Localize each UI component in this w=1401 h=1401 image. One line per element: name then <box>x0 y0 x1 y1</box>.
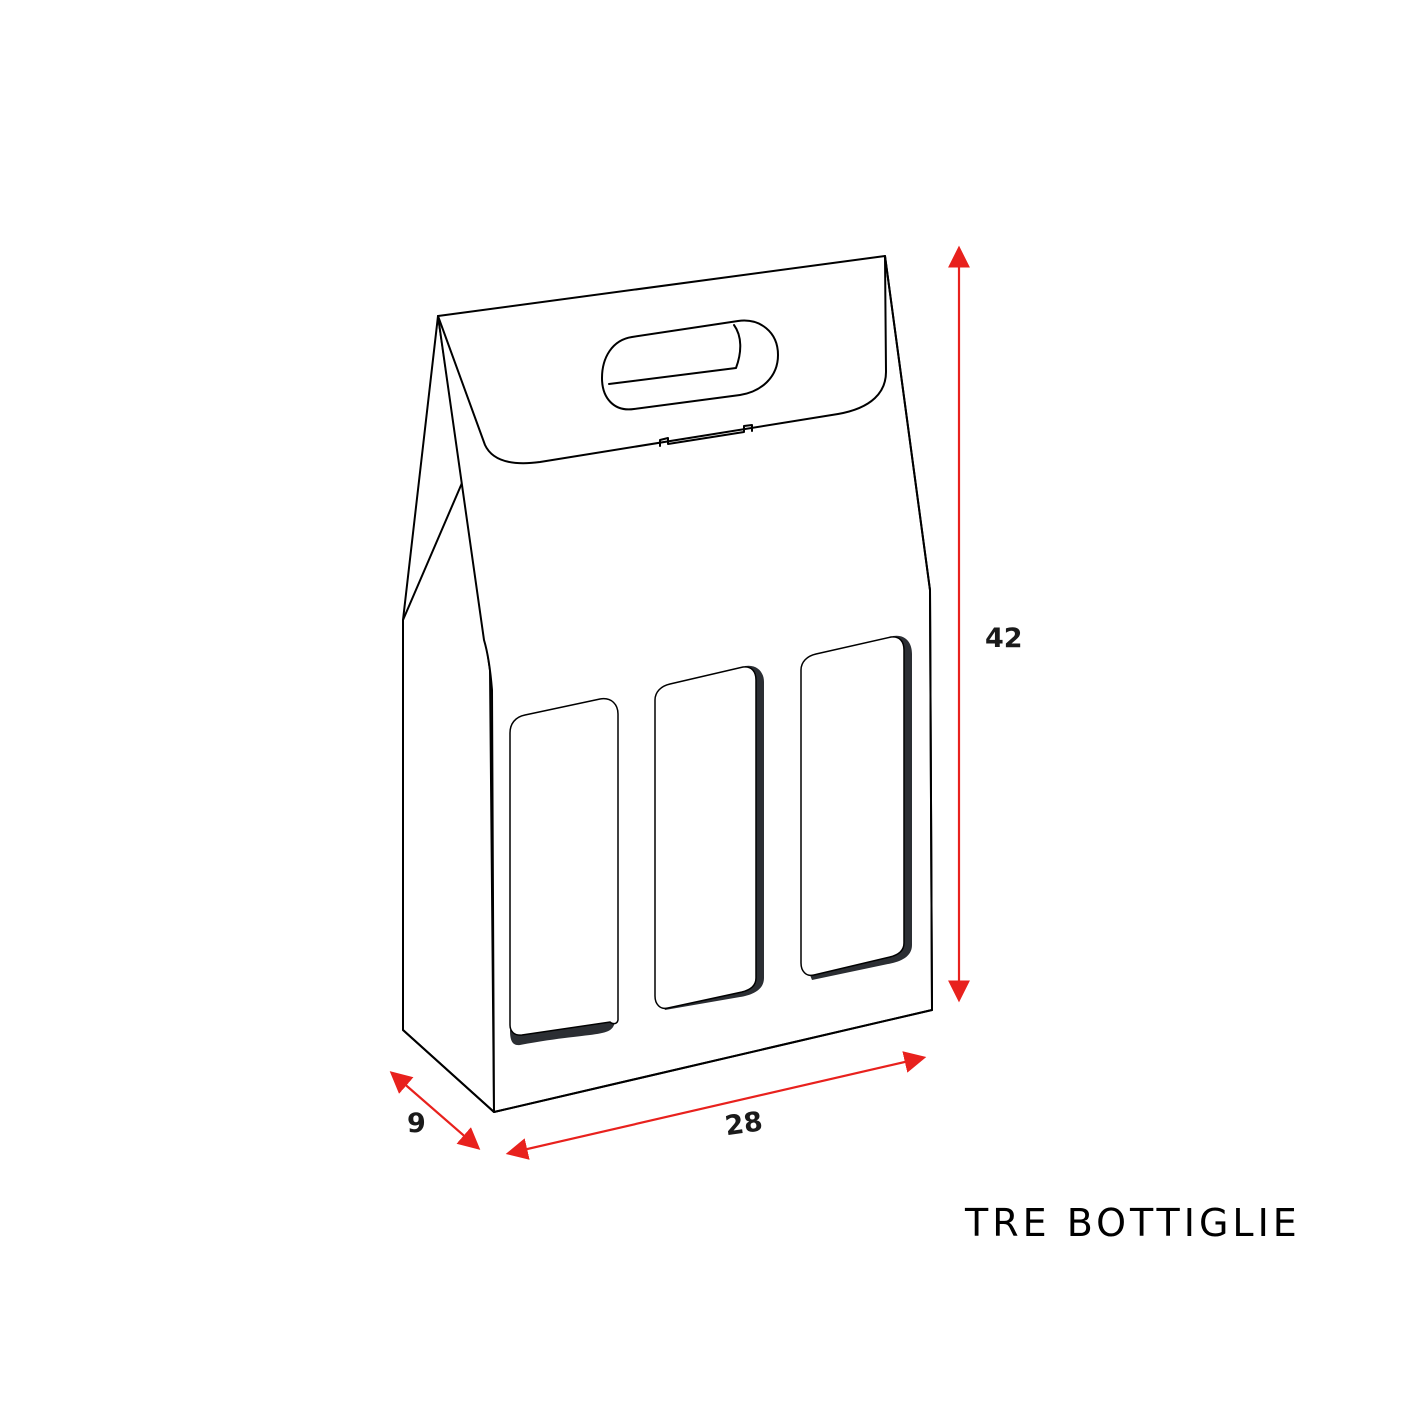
flap-tab-slot <box>659 424 753 447</box>
bottle-window-3 <box>800 635 912 980</box>
depth-dimension-label: 9 <box>407 1108 426 1139</box>
front-right-edge <box>884 255 933 1011</box>
width-dimension-label: 28 <box>723 1106 765 1142</box>
bottle-window-1 <box>509 697 619 1046</box>
top-flap-outline <box>437 255 887 465</box>
depth-dimension-arrow <box>389 1071 481 1150</box>
diagram-caption: TRE BOTTIGLIE <box>964 1201 1301 1245</box>
bottle-window-2 <box>654 665 764 1010</box>
height-dimension-label: 42 <box>985 623 1023 654</box>
side-gusset-fold <box>402 475 466 621</box>
handle-cutout <box>601 319 779 411</box>
dimension-arrows <box>389 245 970 1160</box>
bottom-edge <box>402 1009 933 1113</box>
width-dimension-arrow <box>505 1051 927 1160</box>
box-illustration <box>402 255 933 1113</box>
